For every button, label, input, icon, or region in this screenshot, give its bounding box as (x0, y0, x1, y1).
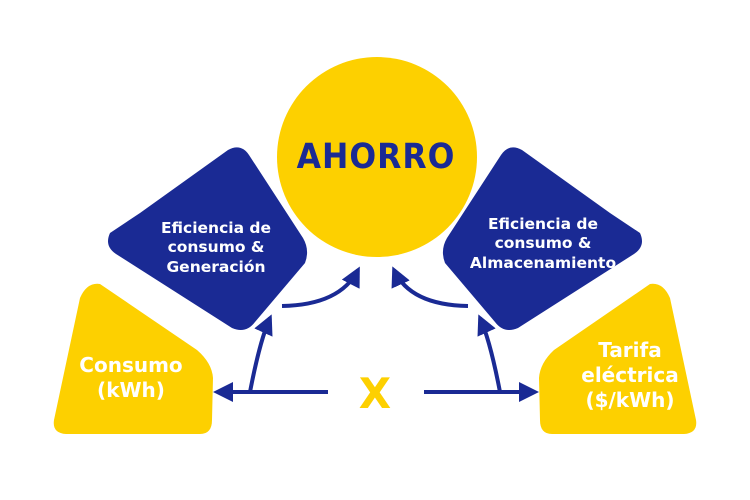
consumo-label: Consumo (kWh) (56, 338, 206, 418)
tarifa-line-3: ($/kWh) (585, 387, 675, 412)
eficiencia-almacenamiento-label: Eficiencia de consumo & Almacenamiento (455, 204, 631, 284)
left-blue-shape (108, 147, 308, 330)
left-yellow-shape (53, 283, 213, 434)
eficiencia-almacenamiento-line-2: consumo & (494, 234, 592, 253)
eficiencia-almacenamiento-line-3: Almacenamiento (469, 253, 617, 272)
consumo-line-2: (kWh) (97, 378, 165, 402)
eficiencia-generacion-line-2: consumo & (167, 238, 265, 257)
eficiencia-generacion-line-1: Eficiencia de (160, 218, 272, 237)
eficiencia-generacion-label: Eficiencia de consumo & Generación (136, 208, 296, 288)
tarifa-line-1: Tarifa (598, 337, 662, 362)
eficiencia-almacenamiento-line-1: Eficiencia de (487, 214, 599, 233)
curve-right-to-almacenamiento (477, 314, 502, 393)
curve-left-to-generacion (248, 314, 273, 393)
eficiencia-generacion-line-3: Generación (166, 257, 266, 276)
consumo-line-1: Consumo (79, 353, 183, 377)
curve-almacenamiento-to-ahorro (391, 266, 469, 308)
multiply-text: X (358, 368, 392, 418)
right-blue-shape (442, 147, 642, 330)
ahorro-text: AHORRO (296, 137, 456, 178)
center-circle (277, 57, 477, 257)
tarifa-line-2: eléctrica (581, 362, 679, 387)
tarifa-label: Tarifa eléctrica ($/kWh) (555, 325, 705, 425)
curve-generacion-to-ahorro (281, 266, 360, 308)
ahorro-label: AHORRO (286, 118, 466, 198)
right-yellow-shape (539, 283, 697, 434)
multiply-sign: X (345, 364, 405, 424)
